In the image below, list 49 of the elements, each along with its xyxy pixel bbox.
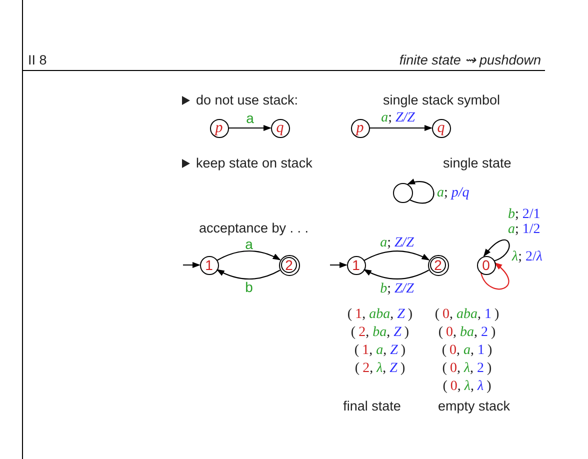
state-circle: [428, 254, 448, 276]
edge-label: λ; 2/λ: [512, 250, 542, 264]
text-label: finite state ⇝ pushdown: [399, 53, 541, 67]
arrow: [363, 269, 430, 280]
edge-label: a; Z/Z: [380, 236, 414, 250]
arrow: [183, 262, 200, 268]
text-label: do not use stack:: [196, 93, 298, 107]
state-label: p: [356, 120, 364, 136]
arrow: [330, 262, 348, 268]
text-label: single state: [443, 156, 512, 170]
configuration-text: (0, aba, 1): [434, 308, 500, 322]
state-label: 0: [482, 258, 490, 272]
arrow: [216, 250, 281, 261]
text-label: empty stack: [438, 399, 510, 413]
arrow: [216, 269, 280, 280]
state-label: q: [437, 120, 445, 136]
state-label: q: [276, 120, 284, 136]
edge-label: b; 2/1 a; 1/2: [508, 207, 540, 237]
configuration-text: (1, a, Z): [354, 344, 406, 358]
text-label: keep state on stack: [196, 156, 312, 170]
arrow: [483, 240, 510, 262]
state-circle: [278, 254, 300, 276]
state-label: 2: [434, 258, 442, 272]
state-label: 1: [352, 258, 360, 272]
state-label: 1: [205, 258, 213, 272]
edge-label: b; Z/Z: [380, 282, 414, 296]
configuration-text: (0, ba, 2): [438, 326, 496, 340]
edge-label: a; p/q: [437, 186, 470, 200]
edge-label: b: [245, 280, 253, 294]
configuration-text: (1, aba, Z): [347, 308, 413, 322]
arrow: [407, 179, 434, 204]
text-label: single stack symbol: [383, 93, 500, 107]
edge-label: a; Z/Z: [381, 110, 415, 126]
state-label: p: [215, 120, 223, 136]
edge-label: a: [245, 237, 253, 251]
edge-label: a: [246, 111, 254, 125]
arrow: [370, 125, 432, 131]
arrow: [364, 250, 430, 261]
configuration-text: (0, a, 1): [442, 344, 492, 358]
state-label: 2: [285, 258, 293, 272]
arrow: [480, 262, 510, 290]
configuration-text: (2, λ, Z): [354, 362, 406, 376]
text-label: acceptance by . . .: [199, 221, 309, 235]
configuration-text: (0, λ, 2): [442, 362, 492, 376]
text-label: final state: [343, 399, 401, 413]
configuration-text: (2, ba, Z): [350, 326, 410, 340]
arrow: [228, 125, 272, 131]
text-label: II 8: [28, 53, 47, 67]
configuration-text: (0, λ, λ): [442, 380, 492, 394]
